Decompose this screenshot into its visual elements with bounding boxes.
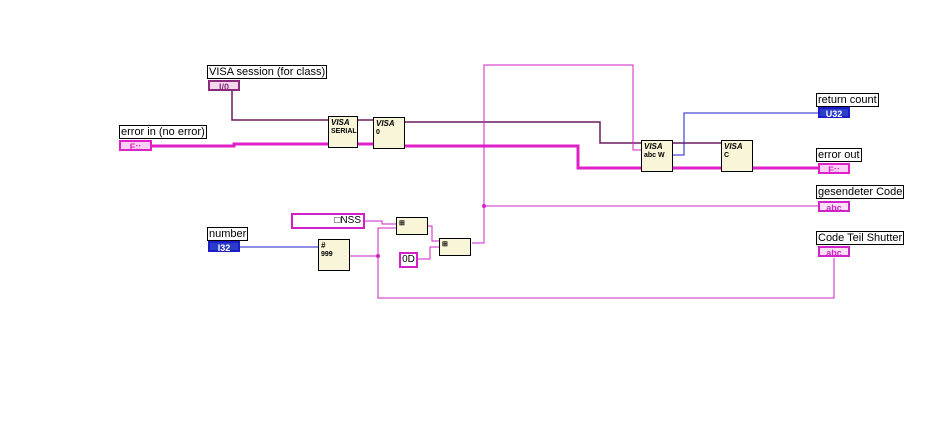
node-title: VISA <box>724 142 743 151</box>
concatenate-strings-node-2[interactable]: ⊞ <box>439 238 471 256</box>
od-string-constant[interactable]: 0D <box>399 252 418 268</box>
node-subtitle: abc W <box>644 152 665 159</box>
visa-write-node[interactable]: VISA abc W <box>641 140 673 172</box>
wire-return-count[interactable] <box>672 112 818 156</box>
code-teil-shutter-label: Code Teil Shutter <box>816 231 905 245</box>
wire-visa-session-3[interactable] <box>405 121 642 144</box>
wire-number-string[interactable] <box>350 227 397 257</box>
number-to-string-node[interactable]: # 999 <box>318 239 350 271</box>
return-count-label: return count <box>816 93 879 107</box>
node-subtitle: C <box>724 152 730 159</box>
wire-od[interactable] <box>418 246 440 260</box>
gesendeter-code-label: gesendeter Code <box>816 185 905 199</box>
visa-configure-serial-node[interactable]: VISA SERIAL <box>328 116 358 148</box>
wire-visa-session[interactable] <box>231 90 330 121</box>
return-count-terminal[interactable]: U32 <box>818 107 850 119</box>
node-subtitle: ⊞ <box>442 241 448 248</box>
visa-flush-node[interactable]: VISA 0 <box>373 117 405 149</box>
wire-nss[interactable] <box>365 220 397 225</box>
gesendeter-code-terminal[interactable]: abc <box>818 201 850 213</box>
wire-junction <box>376 254 380 258</box>
number-terminal[interactable]: I32 <box>208 241 240 253</box>
error-out-label: error out <box>816 148 862 162</box>
visa-close-node[interactable]: VISA C <box>721 140 753 172</box>
wire-junction <box>482 204 486 208</box>
wire-error-in[interactable] <box>152 142 330 148</box>
code-teil-shutter-terminal[interactable]: abc <box>818 246 850 258</box>
node-subtitle: 0 <box>376 129 380 136</box>
nss-string-constant[interactable]: □NSS <box>291 213 365 229</box>
visa-session-label: VISA session (for class) <box>207 65 328 79</box>
error-out-terminal[interactable]: F:: <box>818 163 850 175</box>
wire-concat-chain[interactable] <box>427 225 440 242</box>
node-subtitle: SERIAL <box>331 128 357 135</box>
error-in-label: error in (no error) <box>119 125 207 139</box>
node-subtitle: ⊞ <box>399 220 405 227</box>
visa-session-terminal[interactable]: I/0 <box>208 80 240 92</box>
node-title: VISA <box>331 118 350 127</box>
node-title: # <box>321 241 326 250</box>
node-subtitle: 999 <box>321 251 333 258</box>
wire-error-2[interactable] <box>405 144 642 170</box>
node-title: VISA <box>644 142 663 151</box>
number-label: number <box>207 227 249 241</box>
node-title: VISA <box>376 119 395 128</box>
concatenate-strings-node-1[interactable]: ⊞ <box>396 217 428 235</box>
wire-code-teil-shutter[interactable] <box>377 256 835 299</box>
wire-string-to-write[interactable] <box>472 64 642 244</box>
error-in-terminal[interactable]: F:: <box>119 140 152 152</box>
